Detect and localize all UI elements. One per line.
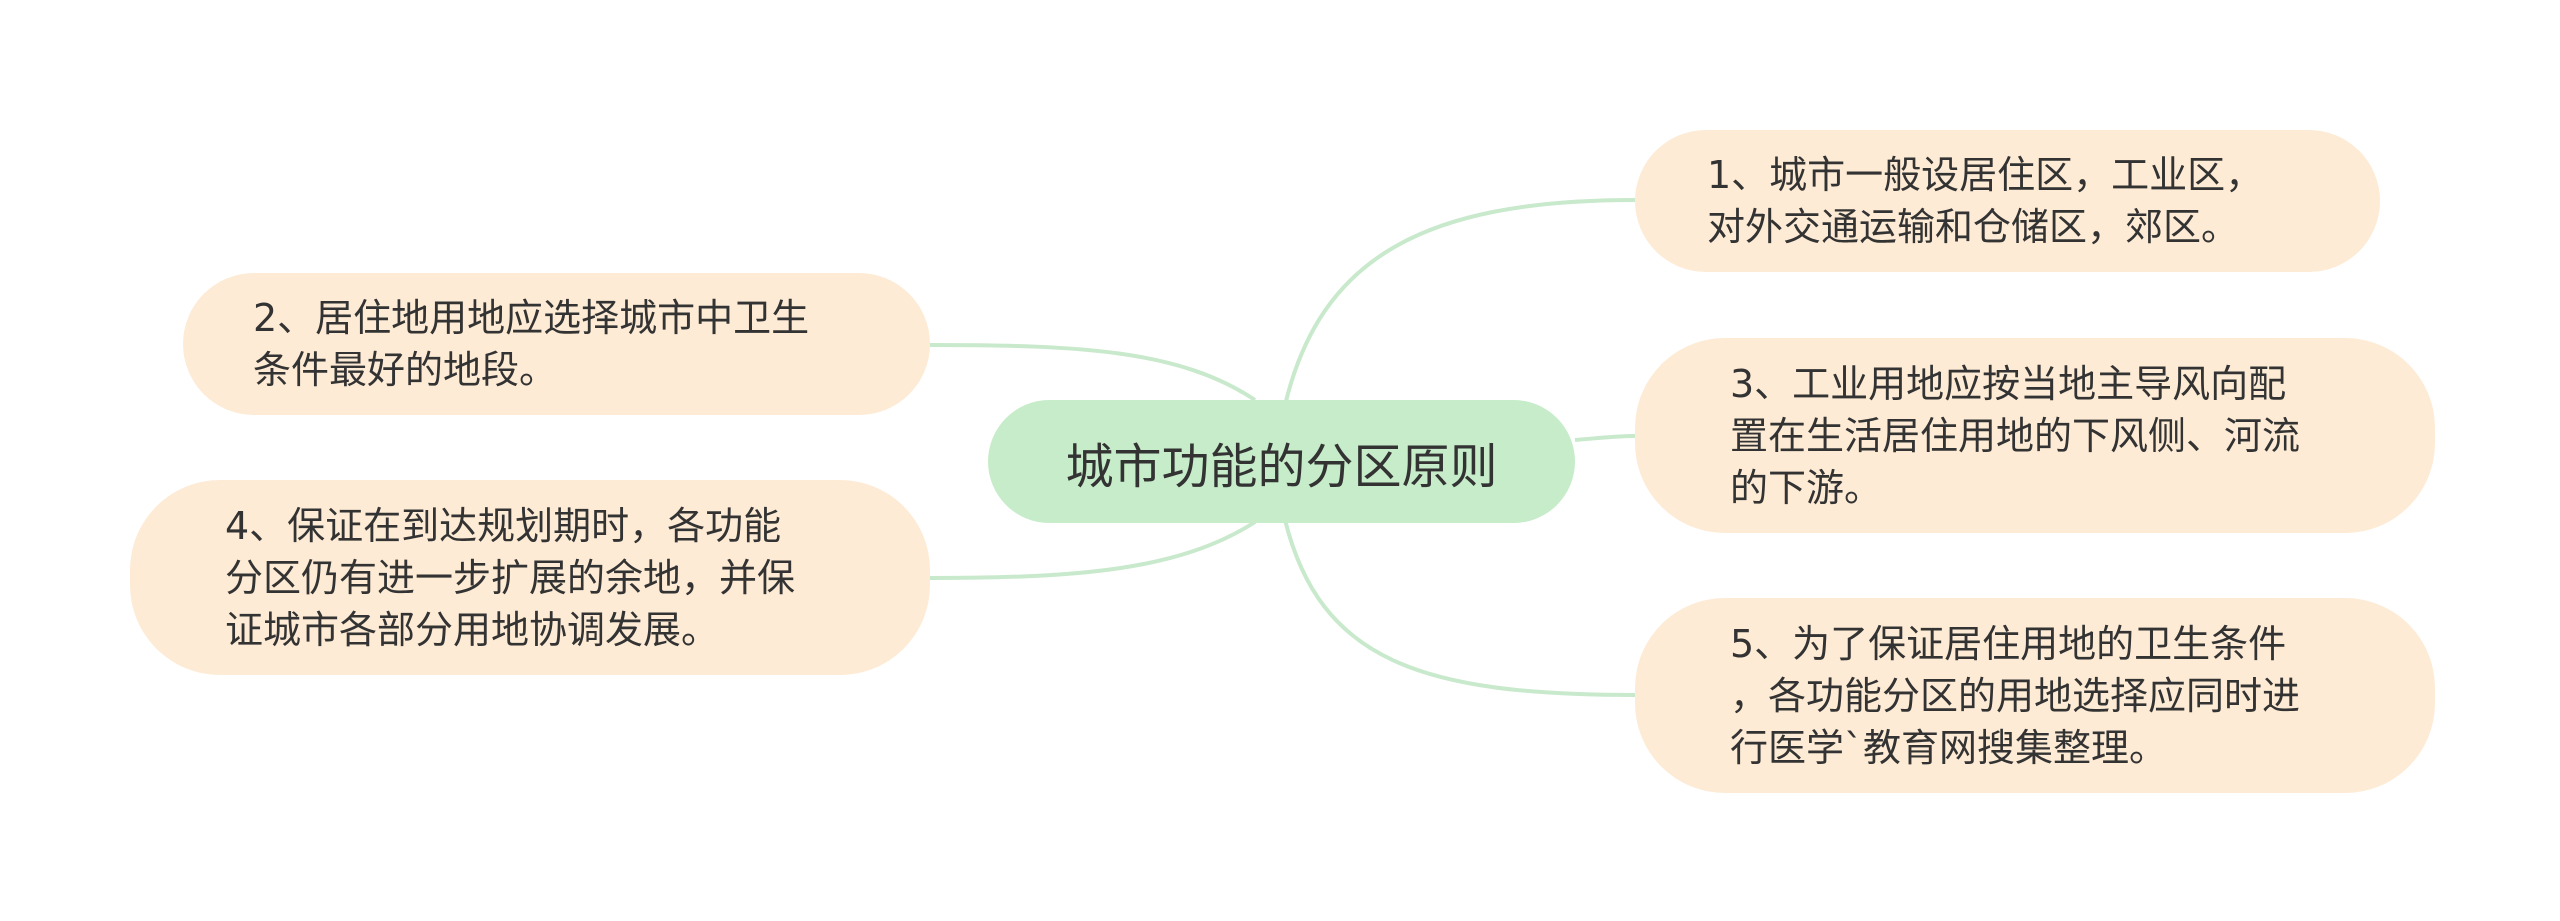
root-topic-label: 城市功能的分区原则: [1065, 438, 1498, 495]
topic-node-2[interactable]: 2、居住地用地应选择城市中卫生 条件最好的地段。: [183, 273, 930, 415]
topic-node-3-label: 3、工业用地应按当地主导风向配 置在生活居住用地的下风侧、河流 的下游。: [1730, 361, 2301, 510]
root-topic[interactable]: 城市功能的分区原则: [988, 400, 1575, 523]
topic-node-5[interactable]: 5、为了保证居住用地的卫生条件 ，各功能分区的用地选择应同时进 行医学`教育网搜…: [1635, 598, 2435, 793]
topic-node-4-label: 4、保证在到达规划期时，各功能 分区仍有进一步扩展的余地，并保 证城市各部分用地…: [225, 503, 796, 652]
topic-node-2-label: 2、居住地用地应选择城市中卫生 条件最好的地段。: [253, 296, 810, 392]
topic-node-4[interactable]: 4、保证在到达规划期时，各功能 分区仍有进一步扩展的余地，并保 证城市各部分用地…: [130, 480, 930, 675]
connector-node-5: [1283, 519, 1636, 697]
topic-node-1[interactable]: 1、城市一般设居住区，工业区， 对外交通运输和仓储区，郊区。: [1635, 130, 2380, 272]
topic-node-3[interactable]: 3、工业用地应按当地主导风向配 置在生活居住用地的下风侧、河流 的下游。: [1635, 338, 2435, 533]
topic-node-1-label: 1、城市一般设居住区，工业区， 对外交通运输和仓储区，郊区。: [1707, 153, 2264, 249]
connector-node-1: [1283, 198, 1636, 406]
connector-node-2: [929, 343, 1257, 402]
connector-node-4: [929, 520, 1257, 580]
topic-node-5-label: 5、为了保证居住用地的卫生条件 ，各功能分区的用地选择应同时进 行医学`教育网搜…: [1730, 621, 2301, 770]
connector-node-3: [1574, 434, 1636, 442]
